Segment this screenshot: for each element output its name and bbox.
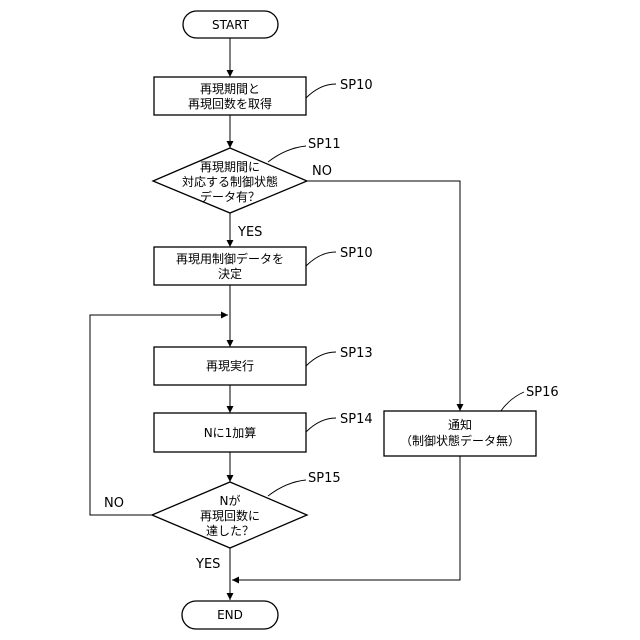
leader-step3 [306,352,336,366]
tag-step3: SP13 [340,346,373,361]
decision2-line1: Nが [220,493,241,508]
step1-line2: 再現回数を取得 [188,96,272,111]
process-step4: Nに1加算 [154,413,306,452]
process-step3: 再現実行 [154,347,306,385]
tag-notify: SP16 [526,385,559,400]
leader-decision1 [268,146,306,162]
leader-notify [500,392,524,412]
leader-step1 [306,84,336,98]
leader-step4 [306,418,336,432]
tag-step1: SP10 [340,78,373,93]
tag-step4: SP14 [340,412,373,427]
decision2-no-label: NO [104,496,124,511]
decision1-line3: データ有？ [200,189,260,204]
decision2: Nが 再現回数に 達した？ [152,482,307,548]
process-step2: 再現用制御データを 決定 [154,247,306,285]
decision1-line2: 対応する制御状態 [182,174,278,189]
step1-line1: 再現期間と [200,82,260,96]
notify-line2: （制御状態データ無） [400,433,520,448]
decision1-line1: 再現期間に [200,160,260,174]
decision1-no-label: NO [312,164,332,179]
notify-line1: 通知 [448,418,472,432]
edge-decision1-no-to-notify [307,181,460,411]
start-terminal: START [183,11,278,38]
step2-line1: 再現用制御データを [176,251,284,266]
decision1: 再現期間に 対応する制御状態 データ有？ [153,148,307,213]
end-terminal: END [182,601,278,629]
start-label: START [212,18,250,32]
leader-step2 [306,252,336,266]
step4-line1: Nに1加算 [204,425,257,440]
step2-line2: 決定 [218,266,242,281]
leader-decision2 [268,480,306,496]
tag-step2: SP10 [340,246,373,261]
step3-line1: 再現実行 [206,358,254,373]
decision1-yes-label: YES [237,225,262,240]
decision2-line2: 再現回数に [200,508,260,523]
process-step1: 再現期間と 再現回数を取得 [154,77,306,115]
end-label: END [217,608,243,622]
decision2-yes-label: YES [195,557,220,572]
tag-decision1: SP11 [308,137,341,152]
process-notify: 通知 （制御状態データ無） [384,411,536,456]
tag-decision2: SP15 [308,471,341,486]
decision2-line3: 達した？ [206,524,254,538]
